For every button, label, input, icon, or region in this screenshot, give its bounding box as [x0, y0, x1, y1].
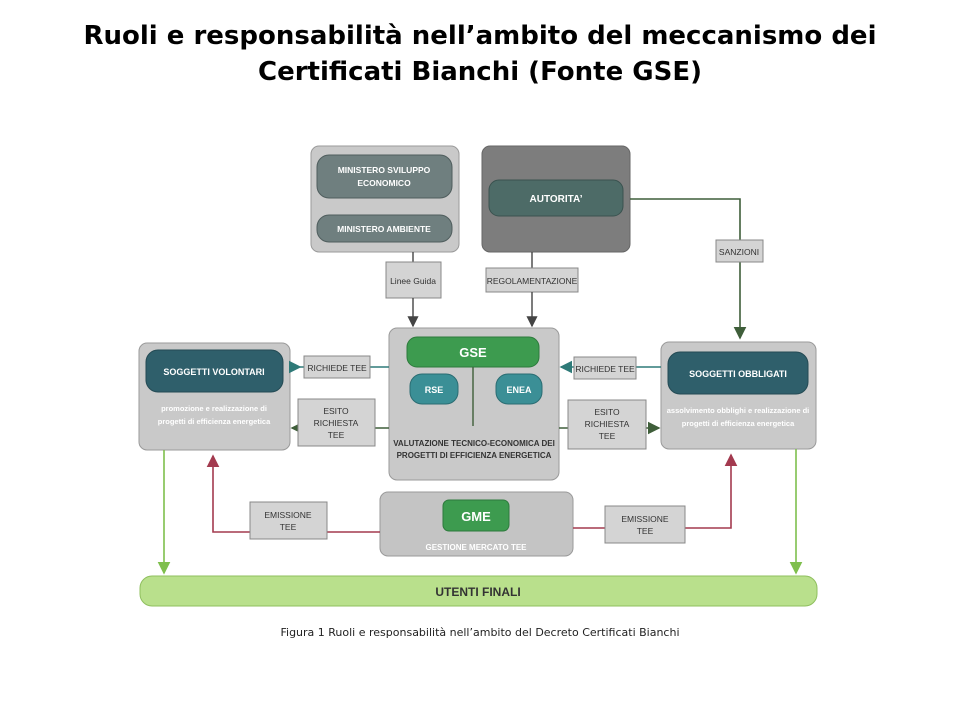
esito-left-line-3: TEE	[328, 430, 345, 440]
autorita-box: AUTORITA’	[481, 145, 631, 253]
sanzioni-tag	[715, 239, 764, 263]
esito-left-line-1: ESITO	[323, 406, 349, 416]
soggetti-volontari-box: SOGGETTI VOLONTARI promozione e realizza…	[138, 342, 291, 451]
ministeri-box: MINISTERO SVILUPPO ECONOMICO MINISTERO A…	[310, 145, 460, 253]
richiede-tee-left-tag	[303, 355, 371, 379]
soggetti-volontari-desc-2: progetti di efficienza energetica	[158, 417, 271, 426]
emissione-left-line-1: EMISSIONE	[264, 510, 312, 520]
utenti-finali-label: UTENTI FINALI	[435, 585, 520, 599]
richiede-tee-right-label: RICHIEDE TEE	[575, 364, 635, 374]
emissione-right-tag	[604, 505, 686, 544]
rse-label: RSE	[425, 385, 444, 395]
autorita-to-obbligati-arrow	[630, 198, 747, 340]
enea-label: ENEA	[506, 385, 532, 395]
richiede-tee-right-tag	[573, 356, 637, 380]
soggetti-obbligati-desc-2: progetti di efficienza energetica	[682, 419, 795, 428]
regolamentazione-label: REGOLAMENTAZIONE	[487, 276, 578, 286]
title-line-2: Certificati Bianchi (Fonte GSE)	[258, 57, 702, 87]
gse-desc-line-1: VALUTAZIONE TECNICO-ECONOMICA DEI	[393, 439, 555, 448]
ministero-sviluppo-label-1: MINISTERO SVILUPPO	[338, 165, 431, 175]
figure-caption: Figura 1 Ruoli e responsabilità nell’amb…	[280, 626, 680, 639]
gse-box: GSE RSE ENEA VALUTAZIONE TECNICO-ECONOMI…	[388, 327, 560, 481]
soggetti-obbligati-label: SOGGETTI OBBLIGATI	[689, 369, 787, 379]
autorita-label: AUTORITA’	[530, 194, 583, 205]
gme-box: GME GESTIONE MERCATO TEE	[379, 491, 574, 557]
gse-label: GSE	[459, 345, 487, 360]
regolamentazione-tag	[485, 267, 579, 293]
gse-desc-line-2: PROGETTI DI EFFICIENZA ENERGETICA	[397, 451, 552, 460]
emissione-right-line-2: TEE	[637, 526, 654, 536]
linee-guida-label: Linee Guida	[390, 276, 436, 286]
emissione-right-line-1: EMISSIONE	[621, 514, 669, 524]
emissione-left-line-2: TEE	[280, 522, 297, 532]
soggetti-volontari-label: SOGGETTI VOLONTARI	[163, 367, 264, 377]
ministero-sviluppo-label-2: ECONOMICO	[357, 178, 411, 188]
esito-right-line-2: RICHIESTA	[585, 419, 630, 429]
esito-left-tag	[297, 398, 376, 447]
soggetti-obbligati-box: SOGGETTI OBBLIGATI assolvimento obblighi…	[660, 341, 817, 450]
richiede-tee-left-label: RICHIEDE TEE	[307, 363, 367, 373]
title-line-1: Ruoli e responsabilità nell’ambito del m…	[83, 21, 877, 51]
esito-right-tag	[567, 399, 647, 450]
utenti-finali-bar: UTENTI FINALI	[139, 575, 818, 607]
esito-left-line-2: RICHIESTA	[314, 418, 359, 428]
esito-right-line-3: TEE	[599, 431, 616, 441]
ministero-ambiente-label: MINISTERO AMBIENTE	[337, 224, 431, 234]
esito-right-line-1: ESITO	[594, 407, 620, 417]
gme-label: GME	[461, 509, 491, 524]
gme-desc: GESTIONE MERCATO TEE	[425, 543, 527, 552]
soggetti-volontari-desc-1: promozione e realizzazione di	[161, 404, 267, 413]
emissione-left-tag	[249, 501, 328, 540]
sanzioni-label: SANZIONI	[719, 247, 759, 257]
slide-title: Ruoli e responsabilità nell’ambito del m…	[0, 18, 960, 90]
soggetti-obbligati-desc-1: assolvimento obblighi e realizzazione di	[667, 406, 810, 415]
